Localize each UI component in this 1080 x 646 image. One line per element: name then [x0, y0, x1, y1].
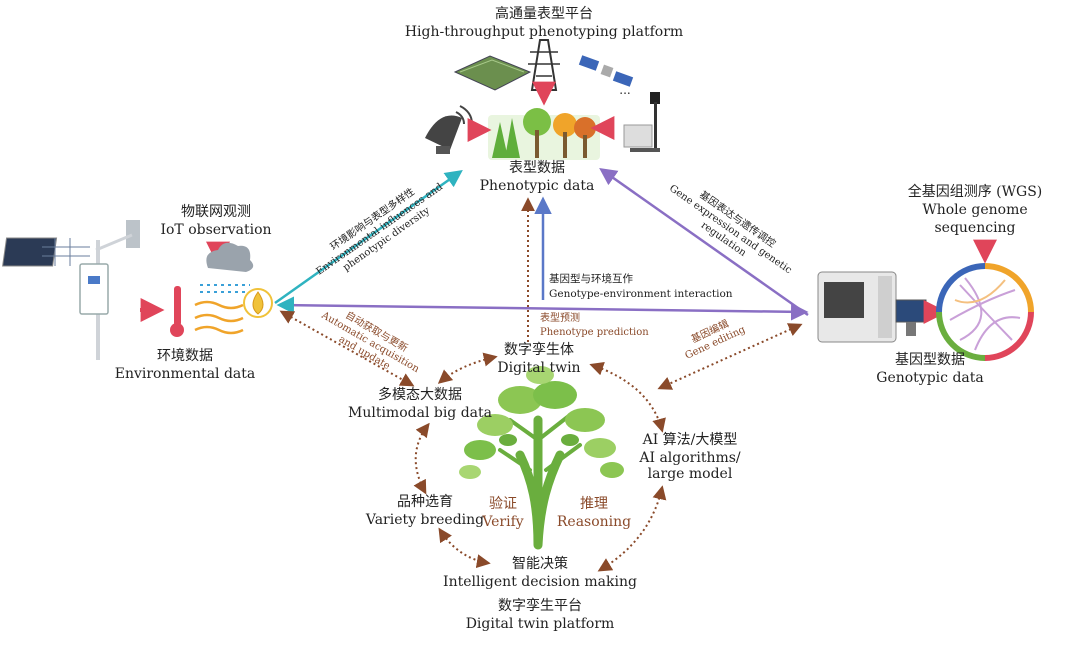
tower-icon: [528, 39, 560, 91]
digital-twin-tree-icon: [459, 366, 624, 550]
decision-label-en: Intelligent decision making: [443, 574, 637, 590]
field-drone-icon: [453, 55, 532, 91]
reason-label-cn: 推理: [580, 496, 608, 512]
environment-factors-icon: [170, 242, 273, 337]
edge-gxe-cn: 基因型与环境互作: [549, 273, 633, 285]
arrow-env-geno: [276, 296, 809, 321]
verify-label-cn: 验证: [489, 496, 517, 512]
ai-label-cn: AI 算法/大模型: [642, 432, 738, 448]
cycle-breed-to-decision: [438, 527, 491, 569]
breed-label-en: Variety breeding: [365, 512, 485, 528]
iot-label-en: IoT observation: [160, 222, 272, 238]
env-label-cn: 环境数据: [157, 348, 213, 364]
decision-label-cn: 智能决策: [512, 556, 568, 572]
multi-label-cn: 多模态大数据: [378, 387, 462, 403]
sequencer-icon: [817, 271, 927, 343]
edge-gxe-label: 基因型与环境互作 Genotype-environment interactio…: [549, 272, 733, 301]
edge-gxe-en: Genotype-environment interaction: [549, 287, 733, 300]
geno-label-cn: 基因型数据: [895, 352, 965, 368]
cycle-ai-to-decision: [597, 485, 667, 572]
platform-label-en: Digital twin platform: [465, 616, 615, 632]
geno-label-en: Genotypic data: [876, 370, 984, 386]
weather-station-icon: [2, 220, 140, 360]
arrow-geno-to-pheno: [599, 167, 809, 317]
htp-label-cn: 高通量表型平台: [495, 6, 593, 22]
ai-label-en1: AI algorithms/: [639, 450, 741, 466]
edge-pred-label: 表型预测 Phenotype prediction: [540, 312, 649, 339]
verify-label-en: Verify: [482, 514, 524, 530]
arrow-gene-editing: [657, 323, 803, 390]
satellite-icon: [578, 55, 634, 87]
iot-label-cn: 物联网观测: [181, 204, 251, 220]
breed-label-cn: 品种选育: [397, 494, 453, 510]
twin-label-en: Digital twin: [497, 360, 581, 376]
wgs-label-en2: sequencing: [934, 220, 1016, 236]
cycle-twin-to-multi: [437, 352, 498, 384]
wgs-label-cn: 全基因组测序 (WGS): [907, 184, 1043, 200]
multi-label-en: Multimodal big data: [347, 405, 493, 421]
reason-label-en: Reasoning: [556, 514, 632, 530]
imaging-station-icon: [623, 92, 660, 152]
platform-label-cn: 数字孪生平台: [498, 598, 582, 614]
wgs-label-en1: Whole genome: [922, 202, 1028, 218]
htp-label-en: High-throughput phenotyping platform: [404, 24, 684, 40]
pheno-label-cn: 表型数据: [509, 160, 565, 176]
genome-circos-icon: [936, 263, 1034, 361]
ai-label-en2: large model: [647, 466, 733, 482]
edge-pred-en: Phenotype prediction: [540, 326, 649, 338]
env-label-en: Environmental data: [114, 366, 256, 382]
edge-pred-cn: 表型预测: [540, 313, 580, 324]
twin-label-cn: 数字孪生体: [504, 342, 574, 358]
ellipsis-label: ...: [619, 83, 631, 97]
pheno-label-en: Phenotypic data: [479, 178, 595, 194]
phenotype-plants-icon: [488, 108, 600, 160]
arrow-env-to-pheno: [274, 169, 463, 305]
satellite-dish-icon: [425, 105, 473, 154]
cycle-multi-to-breed: [413, 422, 430, 495]
